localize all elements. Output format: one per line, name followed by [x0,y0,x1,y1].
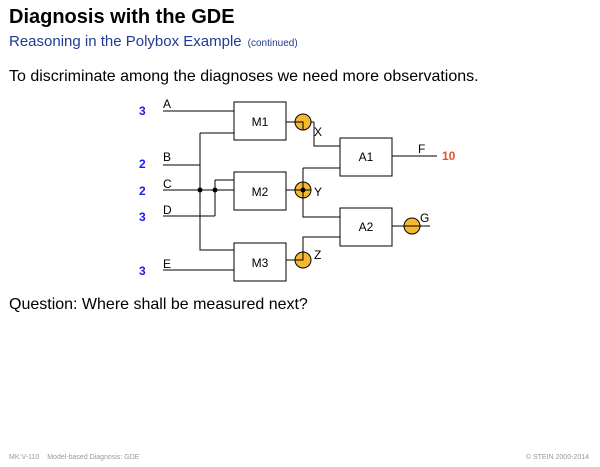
label-a1: A1 [359,150,374,164]
component-m3 [233,242,287,282]
input-value-e: 3 [139,264,146,278]
input-value-b: 2 [139,157,146,171]
footer-copyright: © STEIN 2000-2014 [525,454,589,461]
wire-b-vertical [199,133,234,251]
subtitle-note: (continued) [247,38,298,49]
junction-dot [197,187,203,193]
junction-dot [212,187,218,193]
footer-left: MK:V-110 Model-based Diagnosis: GDE [9,454,139,461]
label-m1: M1 [252,115,269,129]
input-label-b: B [163,150,171,164]
input-value-c: 2 [139,184,146,198]
intro-text: To discriminate among the diagnoses we n… [9,68,479,85]
slide-subtitle: Reasoning in the Polybox Example (continu… [9,33,298,50]
probe-g[interactable] [403,217,421,235]
input-label-e: E [163,257,171,271]
output-value-f: 10 [442,149,456,163]
label-m3: M3 [252,256,269,270]
input-label-d: D [163,203,172,217]
component-m2 [233,171,287,211]
input-value-d: 3 [139,210,146,224]
question-text: Question: Where shall be measured next? [9,296,308,313]
input-value-a: 3 [139,104,146,118]
input-label-a: A [163,97,171,111]
output-label-f: F [418,142,425,156]
label-m2: M2 [252,185,269,199]
wire-x-a1 [313,122,340,147]
footer-topic: Model-based Diagnosis: GDE [47,454,140,461]
probe-label-z: Z [314,248,321,262]
probe-label-g: G [420,211,429,225]
probe-y[interactable] [294,181,312,199]
slide-title: Diagnosis with the GDE [9,6,235,28]
footer-code: MK:V-110 [9,454,40,461]
component-a2 [339,207,393,247]
label-a2: A2 [359,220,374,234]
probe-x[interactable] [294,113,312,131]
input-label-c: C [163,177,172,191]
subtitle-text: Reasoning in the Polybox Example [9,33,242,50]
probe-z[interactable] [294,251,312,269]
component-a1 [339,137,393,177]
probe-label-y: Y [314,185,322,199]
probe-label-x: X [314,125,322,139]
component-m1 [233,101,287,141]
